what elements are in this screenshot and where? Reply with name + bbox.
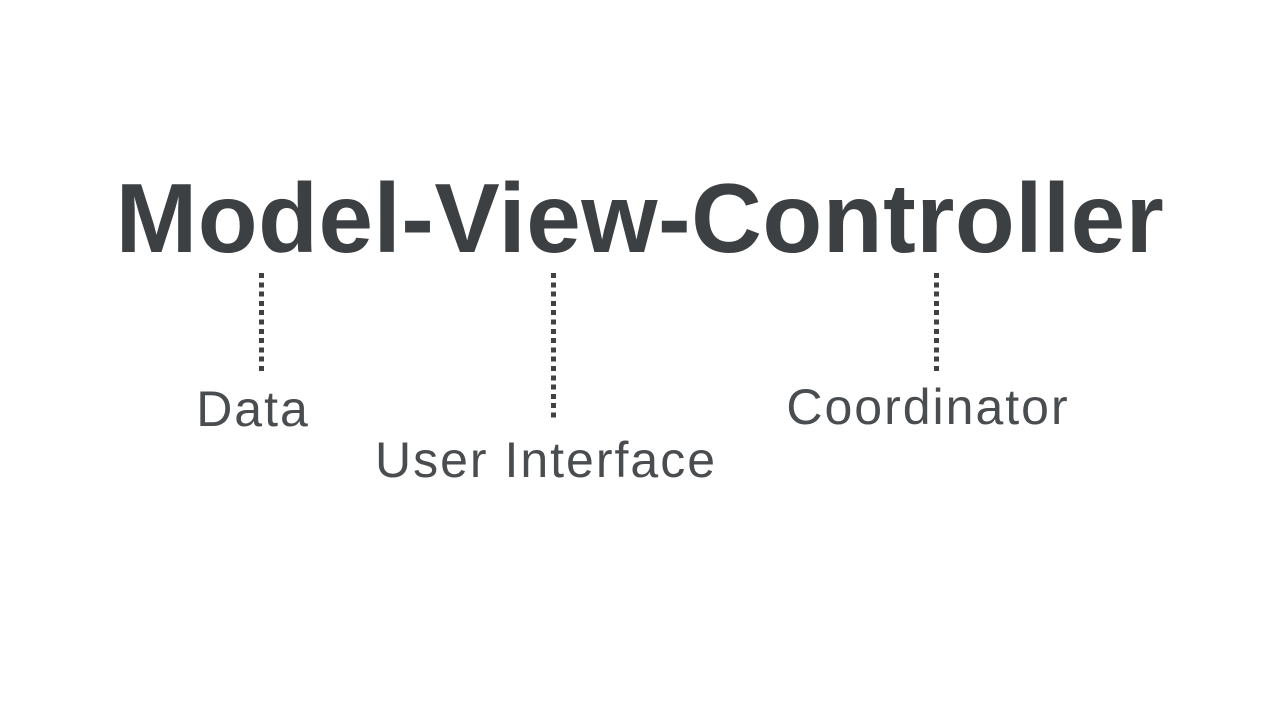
controller-connector-dotted-line bbox=[934, 273, 939, 371]
model-connector-dotted-line bbox=[259, 273, 264, 371]
view-annotation-label: User Interface bbox=[374, 432, 718, 488]
controller-annotation-label: Coordinator bbox=[786, 379, 1070, 435]
view-connector-dotted-line bbox=[551, 273, 556, 418]
model-annotation-label: Data bbox=[196, 381, 310, 437]
page-title: Model-View-Controller bbox=[115, 163, 1165, 273]
